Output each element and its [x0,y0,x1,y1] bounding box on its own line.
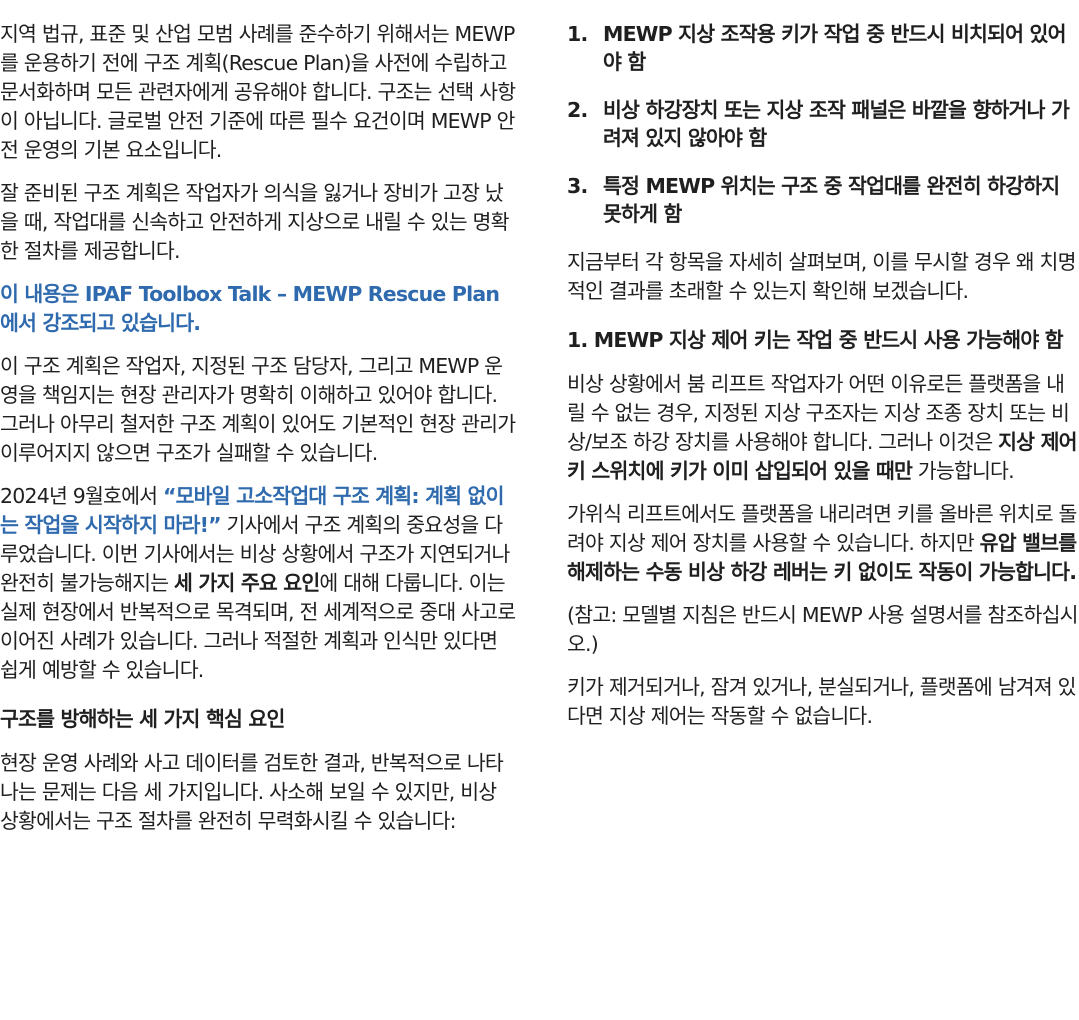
previous-article-tail: 에 대해 다룹니다. 이는 실제 현장에서 반복적으로 목격되며, 전 세계적으… [0,571,516,682]
factor-number: 3. [567,174,588,198]
previous-article-mid: 기사에서 구조 계획의 중요성을 다루었습니다. 이번 기사에서는 비상 상황에… [0,513,510,595]
scissor-lift-lead: 가위식 리프트에서도 플랫폼을 내리려면 키를 올바른 위치로 돌려야 지상 제… [567,502,1077,555]
plan-benefit-paragraph: 잘 준비된 구조 계획은 작업자가 의식을 잃거나 장비가 고장 났을 때, 작… [0,181,509,263]
right-column: 1. MEWP 지상 조작용 키가 작업 중 반드시 비치되어 있어야 함 2. 비… [567,20,1079,745]
manual-lever-emphasis: 유압 밸브를 해제하는 수동 비상 하강 레버는 키 없이도 작동이 가능합니다… [567,531,1077,584]
factor-item-3: 3. 특정 MEWP 위치는 구조 중 작업대를 완전히 하강하지 못하게 함 [567,172,1079,228]
intro-paragraph: 지역 법규, 표준 및 산업 모범 사례를 준수하기 위해서는 MEWP를 운용… [0,22,516,162]
factor-item-1: 1. MEWP 지상 조작용 키가 작업 중 반드시 비치되어 있어야 함 [567,20,1079,76]
section-heading-three-factors: 구조를 방해하는 세 가지 핵심 요인 [0,707,285,731]
three-factors-emphasis: 세 가지 주요 요인 [173,571,320,595]
boom-lift-lead: 비상 상황에서 붐 리프트 작업자가 어떤 이유로든 플랫폼을 내릴 수 없는 … [567,372,1070,454]
ipaf-reference: 이 내용은 IPAF Toolbox Talk – MEWP Rescue Pl… [0,282,500,335]
left-column: 지역 법규, 표준 및 산업 모범 사례를 준수하기 위해서는 MEWP를 운용… [0,20,520,850]
manual-note: (참고: 모델별 지침은 반드시 MEWP 사용 설명서를 참조하십시오.) [567,603,1079,656]
previous-article-lead: 2024년 9월호에서 [0,484,163,508]
factor-text: 특정 MEWP 위치는 구조 중 작업대를 완전히 하강하지 못하게 함 [603,174,1060,226]
scissor-lift-paragraph: 가위식 리프트에서도 플랫폼을 내리려면 키를 올바른 위치로 돌려야 지상 제… [567,500,1079,587]
previous-article-paragraph: 2024년 9월호에서 “모바일 고소작업대 구조 계획: 계획 없이는 작업을… [0,482,520,685]
responsibility-paragraph: 이 구조 계획은 작업자, 지정된 구조 담당자, 그리고 MEWP 운영을 책… [0,354,516,465]
previous-article-link[interactable]: “모바일 고소작업대 구조 계획: 계획 없이는 작업을 시작하지 마라!” [0,484,504,537]
key-inserted-emphasis: 지상 제어 키 스위치에 키가 이미 삽입되어 있을 때만 [567,430,1077,483]
detail-intro-paragraph: 지금부터 각 항목을 자세히 살펴보며, 이를 무시할 경우 왜 치명적인 결과… [567,250,1076,303]
section-heading-ground-key: 1. MEWP 지상 제어 키는 작업 중 반드시 사용 가능해야 함 [567,328,1064,352]
key-missing-paragraph: 키가 제거되거나, 잠겨 있거나, 분실되거나, 플랫폼에 남겨져 있다면 지상… [567,675,1076,728]
boom-lift-tail: 가능합니다. [912,459,1015,483]
boom-lift-paragraph: 비상 상황에서 붐 리프트 작업자가 어떤 이유로든 플랫폼을 내릴 수 없는 … [567,370,1079,486]
factor-number: 2. [567,98,588,122]
factor-item-2: 2. 비상 하강장치 또는 지상 조작 패널은 바깥을 향하거나 가려져 있지 않… [567,96,1079,152]
factor-list: 1. MEWP 지상 조작용 키가 작업 중 반드시 비치되어 있어야 함 2. 비… [567,20,1079,228]
factor-text: MEWP 지상 조작용 키가 작업 중 반드시 비치되어 있어야 함 [603,22,1066,74]
review-paragraph: 현장 운영 사례와 사고 데이터를 검토한 결과, 반복적으로 나타나는 문제는… [0,751,504,833]
factor-text: 비상 하강장치 또는 지상 조작 패널은 바깥을 향하거나 가려져 있지 않아야… [603,98,1070,150]
factor-number: 1. [567,22,588,46]
